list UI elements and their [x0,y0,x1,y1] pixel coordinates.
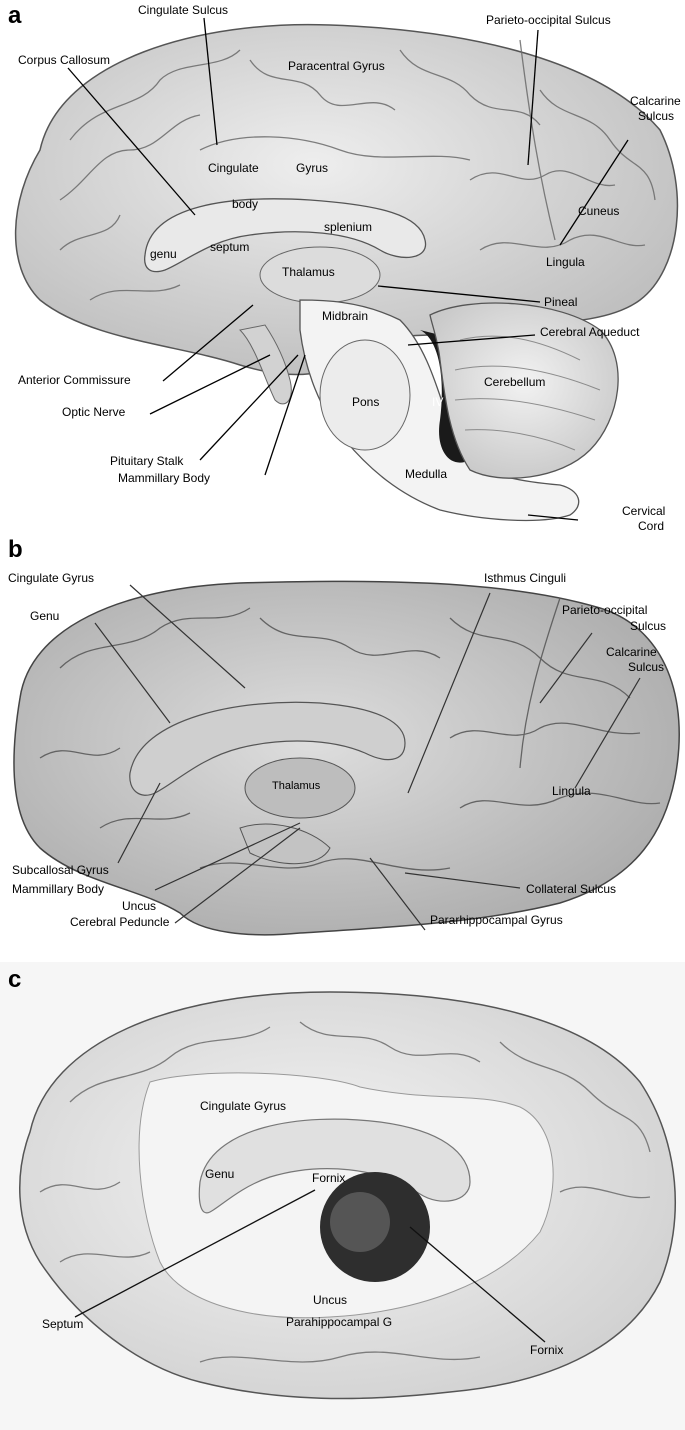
label-midbrain: Midbrain [322,309,369,323]
label-cervical-line1: Cervical [622,504,666,518]
label-septum: Septum [42,1317,84,1331]
label-genu: Genu [205,1167,235,1181]
label-collateral-sulcus: Collateral Sulcus [526,882,617,896]
label-pituitary-stalk: Pituitary Stalk [110,454,184,468]
label-gyrus: Gyrus [296,161,329,175]
panel-b-letter: b [8,536,23,563]
label-cingulate-sulcus: Cingulate Sulcus [138,3,229,17]
label-pons: Pons [352,395,380,409]
label-parahippocampal: Parahippocampal G [286,1315,393,1329]
label-genu: genu [150,247,177,261]
label-medulla: Medulla [405,467,448,481]
label-uncus: Uncus [122,899,157,913]
panel-c-brain-image [0,962,685,1430]
label-fornix-outer: Fornix [530,1343,564,1357]
label-cerebellum: Cerebellum [484,375,546,389]
label-parahippocampal-gyrus: Pararhippocampal Gyrus [430,913,563,927]
label-splenium: splenium [324,220,373,234]
label-fourth-ventricle: IV [432,395,444,409]
label-cingulate-gyrus: Cingulate Gyrus [8,571,95,585]
panel-a-brain-image [14,17,679,522]
label-calcarine-sulcus-line1: Calcarine [630,94,681,108]
label-fornix-inner: Fornix [312,1171,346,1185]
label-cingulate: Cingulate [208,161,259,175]
label-subcallosal-gyrus: Subcallosal Gyrus [12,863,109,877]
label-thalamus: Thalamus [272,780,321,792]
label-septum: septum [210,240,250,254]
label-optic-nerve: Optic Nerve [62,405,126,419]
panel-c: c Cingulate Gyrus Genu Fornix Uncus Para… [0,962,685,1430]
label-anterior-commissure: Anterior Commissure [18,373,131,387]
label-parieto-occipital-sulcus: Parieto-occipital Sulcus [486,13,611,27]
label-calcarine-line1: Calcarine [606,645,657,659]
label-cervical-line2: Cord [638,519,665,533]
label-parieto-occipital-line1: Parieto-occipital [562,603,648,617]
label-cuneus: Cuneus [578,204,620,218]
label-uncus: Uncus [313,1293,348,1307]
panel-b: b Cingulate Gyrus Isthmus Cinguli Genu P… [0,538,685,958]
label-lingula: Lingula [546,255,585,269]
label-isthmus-cinguli: Isthmus Cinguli [484,571,567,585]
label-mammillary-body: Mammillary Body [118,471,211,485]
label-cingulate-gyrus: Cingulate Gyrus [200,1099,287,1113]
panel-b-brain-image [0,568,685,958]
label-mammillary-body: Mammillary Body [12,882,105,896]
label-thalamus: Thalamus [282,265,335,279]
panel-a: a Cingulate Sulcus Parieto-occipital Sul… [0,0,685,545]
panel-c-letter: c [8,966,22,993]
label-cerebral-peduncle: Cerebral Peduncle [70,915,170,929]
label-pineal: Pineal [544,295,578,309]
panel-a-letter: a [8,2,22,29]
label-genu: Genu [30,609,60,623]
label-cerebral-aqueduct: Cerebral Aqueduct [540,325,640,339]
label-paracentral-gyrus: Paracentral Gyrus [288,59,385,73]
label-corpus-callosum: Corpus Callosum [18,53,111,67]
label-calcarine-line2: Sulcus [628,660,665,674]
label-calcarine-sulcus-line2: Sulcus [638,109,675,123]
label-parieto-occipital-line2: Sulcus [630,619,667,633]
label-body: body [232,197,259,211]
label-lingula: Lingula [552,784,591,798]
